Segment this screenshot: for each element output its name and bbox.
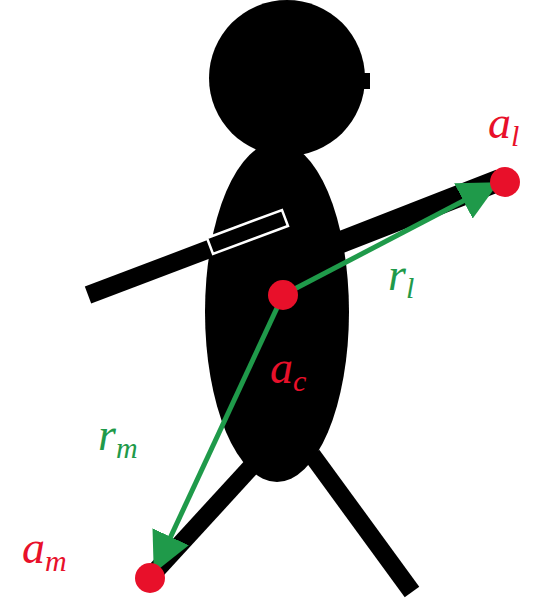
variable-label: rm: [98, 412, 138, 463]
variable-label: rl: [388, 252, 414, 303]
right-leg: [312, 455, 412, 592]
head: [209, 0, 365, 156]
variable-label: al: [488, 100, 519, 151]
vector-arrow: [158, 295, 283, 564]
point-marker: [490, 167, 520, 197]
left-leg: [152, 455, 262, 575]
back-arm: [88, 248, 212, 295]
cap-brim: [345, 73, 370, 89]
point-marker: [135, 563, 165, 593]
vector-arrow: [283, 187, 490, 295]
back-arm-over-body: [207, 210, 288, 254]
point-marker: [268, 280, 298, 310]
variable-label: ac: [270, 345, 306, 396]
variable-label: am: [22, 525, 67, 576]
